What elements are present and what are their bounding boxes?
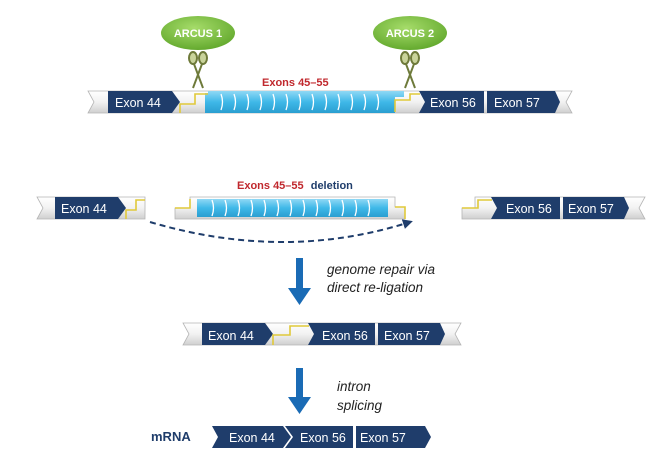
right-fragment-exon-57 bbox=[563, 197, 629, 219]
top-deleted-region bbox=[205, 91, 404, 113]
arcus-1-blob bbox=[161, 16, 235, 50]
left-fragment-exon-44 bbox=[55, 197, 126, 219]
right-fragment-cut-line bbox=[462, 199, 492, 209]
top-exon-56 bbox=[419, 91, 484, 113]
repaired-exon-56-label: Exon 56 bbox=[322, 329, 368, 343]
step-arrow-1 bbox=[288, 258, 311, 305]
repaired-exon-57-label: Exon 57 bbox=[384, 329, 430, 343]
excised-exon-dividers bbox=[211, 199, 371, 217]
top-exon-dividers bbox=[220, 93, 380, 111]
arcus-1-nuclease: ARCUS 1 bbox=[161, 16, 235, 89]
mrna-exon-56-label: Exon 56 bbox=[300, 431, 346, 445]
top-region-label: Exons 45–55 bbox=[262, 77, 329, 89]
deletion-label-blue: deletion bbox=[311, 180, 353, 192]
mrna-exon-57 bbox=[356, 426, 431, 448]
step-1-line-2: direct re-ligation bbox=[327, 280, 423, 295]
deletion-label-red: Exons 45–55 bbox=[237, 180, 304, 192]
right-fragment-exon-56 bbox=[491, 197, 560, 219]
mrna-label: mRNA bbox=[151, 429, 191, 444]
right-fragment-exon-56-label: Exon 56 bbox=[506, 202, 552, 216]
top-exon-56-label: Exon 56 bbox=[430, 96, 476, 110]
mrna-exon-44-label: Exon 44 bbox=[229, 431, 275, 445]
top-exon-57 bbox=[487, 91, 560, 113]
mrna-exon-56 bbox=[285, 426, 353, 448]
arcus-2-blob bbox=[373, 16, 447, 50]
top-exon-44-label: Exon 44 bbox=[115, 96, 161, 110]
step-1-line-1: genome repair via bbox=[327, 262, 436, 277]
deletion-label: Exons 45–55 deletion bbox=[237, 180, 353, 192]
left-fragment-cut-line bbox=[125, 199, 145, 219]
right-fragment-exon-57-label: Exon 57 bbox=[568, 202, 614, 216]
excised-fragment-exons bbox=[197, 199, 388, 217]
repaired-exon-56 bbox=[308, 323, 375, 345]
arcus-1-label: ARCUS 1 bbox=[174, 28, 222, 40]
repaired-strand: Exon 44 Exon 56 Exon 57 bbox=[182, 322, 462, 346]
top-strand: Exon 44 Exon 56 Exon 57 Exons 45–55 bbox=[87, 77, 573, 114]
excision-row: Exon 44 Exons 45–55 deletion bbox=[36, 180, 646, 243]
repaired-exon-44 bbox=[202, 323, 273, 345]
scissors-icon bbox=[188, 51, 208, 89]
excised-cut-line bbox=[175, 199, 406, 219]
mrna-exon-44 bbox=[212, 426, 291, 448]
repaired-exon-44-label: Exon 44 bbox=[208, 329, 254, 343]
top-cut-line-right bbox=[394, 93, 420, 112]
top-exon-44 bbox=[108, 91, 180, 113]
top-cut-line-left bbox=[179, 93, 208, 113]
mrna-strand: mRNA Exon 44 Exon 56 Exon 57 bbox=[151, 426, 431, 448]
repaired-junction-line bbox=[272, 325, 309, 345]
arcus-2-label: ARCUS 2 bbox=[386, 28, 434, 40]
step-2-line-2: splicing bbox=[337, 398, 383, 413]
scissors-icon bbox=[400, 51, 420, 89]
step-arrow-2 bbox=[288, 368, 311, 414]
repaired-exon-57 bbox=[378, 323, 445, 345]
step-2-line-1: intron bbox=[337, 379, 371, 394]
arcus-2-nuclease: ARCUS 2 bbox=[373, 16, 447, 89]
top-exon-57-label: Exon 57 bbox=[494, 96, 540, 110]
left-fragment-exon-44-label: Exon 44 bbox=[61, 202, 107, 216]
mrna-exon-57-label: Exon 57 bbox=[360, 431, 406, 445]
religation-dashed-arrow bbox=[149, 219, 413, 243]
